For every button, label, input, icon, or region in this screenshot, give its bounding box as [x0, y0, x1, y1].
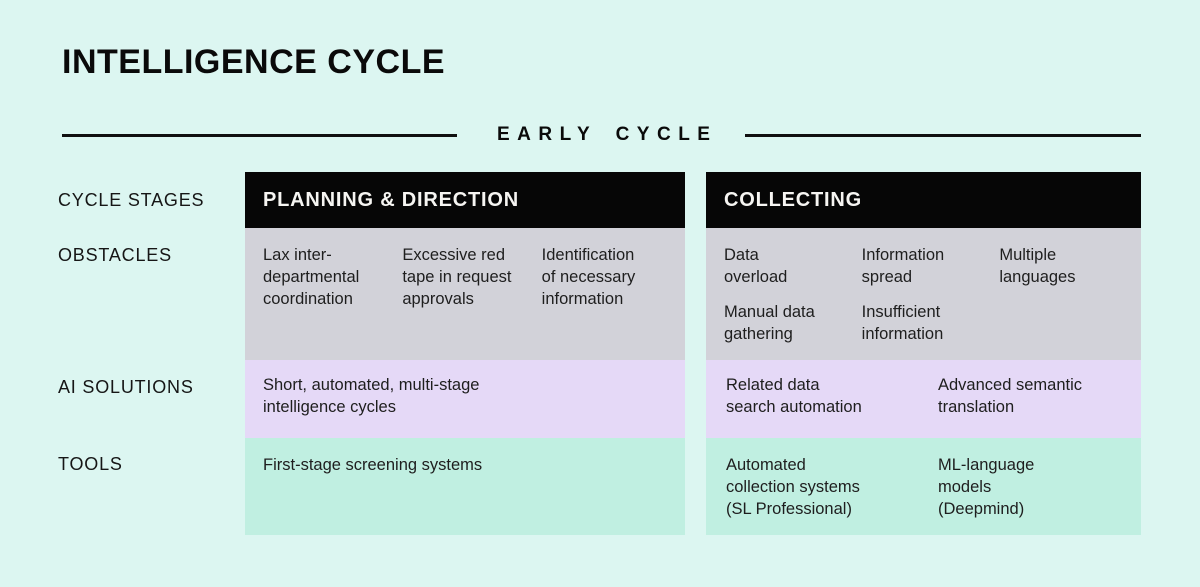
ai-solution-item: Short, automated, multi-stage intelligen… — [263, 376, 480, 416]
obstacle-item: Identification of necessary information — [541, 246, 636, 308]
obstacles-cell-collecting: Data overload Information spread Multipl… — [706, 228, 1141, 360]
divider-line-right — [745, 133, 1141, 137]
ai-solutions-cell-planning-direction: Short, automated, multi-stage intelligen… — [245, 360, 685, 438]
obstacle-item: Excessive red tape in request approvals — [402, 246, 512, 308]
obstacle-item: Information spread — [861, 246, 945, 286]
obstacle-item: Lax inter- departmental coordination — [263, 246, 360, 308]
row-label-cycle-stages: CYCLE STAGES — [58, 189, 205, 210]
row-label-ai-solutions: AI SOLUTIONS — [58, 377, 194, 397]
ai-solutions-cell-collecting: Related data search automation Advanced … — [706, 360, 1141, 438]
section-label: EARLY CYCLE — [497, 124, 718, 145]
cycle-table: CYCLE STAGES OBSTACLES AI SOLUTIONS TOOL… — [57, 172, 1141, 535]
tools-cell-planning-direction: First-stage screening systems — [245, 438, 685, 535]
obstacles-cell-planning-direction: Lax inter- departmental coordination Exc… — [245, 228, 685, 360]
divider-line-left — [62, 133, 457, 137]
tools-cell-collecting: Automated collection systems (SL Profess… — [706, 438, 1141, 535]
tool-item: Automated collection systems (SL Profess… — [726, 456, 860, 518]
section-divider: EARLY CYCLE — [62, 116, 1141, 154]
ai-solution-item: Advanced semantic translation — [938, 376, 1082, 416]
obstacle-item: Insufficient information — [861, 303, 944, 343]
tool-item: ML-language models (Deepmind) — [938, 456, 1035, 518]
tool-item: First-stage screening systems — [263, 456, 483, 474]
stage-header-planning-direction: PLANNING & DIRECTION — [245, 172, 685, 228]
stage-header-collecting: COLLECTING — [706, 172, 1141, 228]
ai-solution-item: Related data search automation — [726, 376, 862, 416]
page-title: INTELLIGENCE CYCLE — [62, 43, 446, 81]
row-label-tools: TOOLS — [58, 454, 123, 474]
row-label-obstacles: OBSTACLES — [58, 245, 172, 265]
obstacle-item: Multiple languages — [999, 246, 1076, 286]
obstacle-item: Manual data gathering — [724, 303, 815, 343]
obstacle-item: Data overload — [724, 246, 788, 286]
